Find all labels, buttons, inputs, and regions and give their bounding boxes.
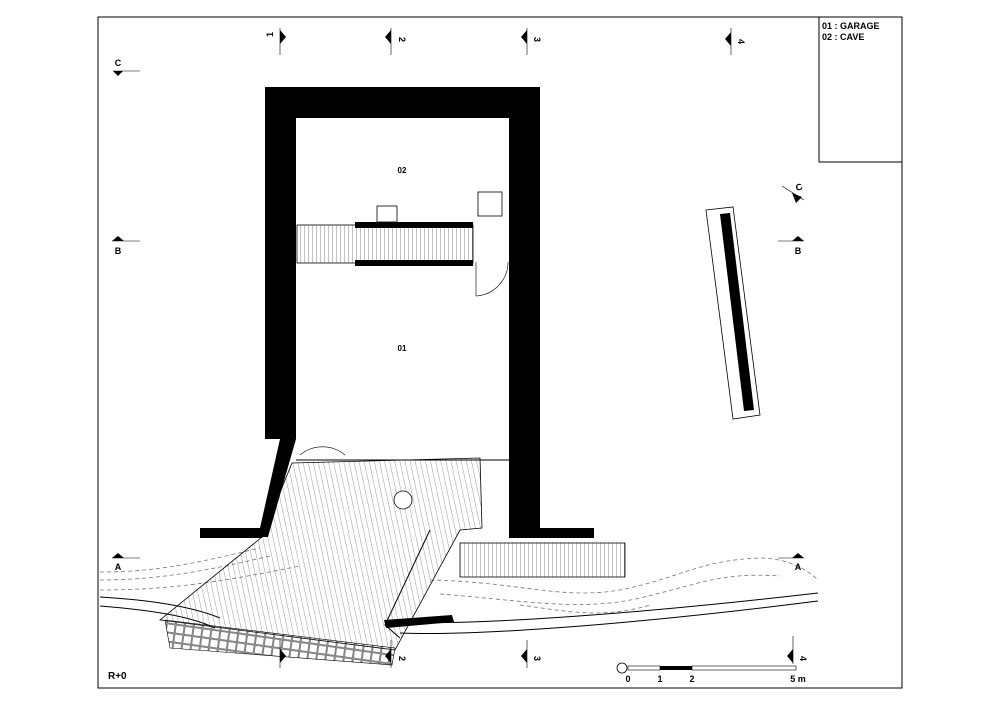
room-label-garage: 01 — [398, 344, 407, 353]
room-legend: 01 : GARAGE 02 : CAVE — [822, 21, 880, 43]
section-arrow-c-left — [113, 71, 123, 76]
axis-label-4-bottom: 4 — [798, 656, 808, 661]
level-label: R+0 — [108, 671, 127, 682]
legend-item-cave: 02 : CAVE — [822, 32, 865, 42]
partition-wall-top — [355, 222, 473, 228]
section-arrow-a-left — [112, 553, 124, 558]
section-label-c-right: C — [794, 181, 804, 193]
door-swing-garage — [299, 446, 346, 456]
scale-tick-1: 1 — [657, 674, 662, 684]
axis-label-2-top: 2 — [397, 37, 407, 42]
tree-circle — [393, 490, 413, 510]
scale-tick-2: 2 — [689, 674, 694, 684]
axis-label-3-bottom: 3 — [532, 656, 542, 661]
axis-arrow-3-top — [521, 30, 527, 44]
axis-arrow-2-bottom — [385, 649, 391, 663]
axis-label-1-top: 1 — [265, 32, 275, 37]
exterior-stairs — [459, 542, 626, 578]
axis-arrow-2-top — [385, 30, 391, 44]
legend-box — [818, 16, 903, 163]
door-swing-cave — [475, 261, 509, 297]
section-label-a-right: A — [795, 562, 802, 572]
north-arrow — [616, 662, 628, 674]
scale-tick-0: 0 — [625, 674, 630, 684]
axis-markers-top: 1 2 3 4 — [265, 28, 746, 55]
retaining-wall-edge — [384, 529, 431, 639]
scale-bar: 0 1 2 5 m — [625, 665, 806, 684]
sheet-frame — [97, 16, 903, 689]
axis-arrow-4-bottom — [787, 649, 793, 663]
section-arrow-c-right — [792, 193, 802, 203]
section-label-c-left: C — [115, 58, 122, 68]
section-label-b-left: B — [115, 246, 122, 256]
legend-item-garage: 01 : GARAGE — [822, 21, 880, 31]
section-arrow-a-right — [792, 553, 804, 558]
axis-arrow-3-bottom — [521, 649, 527, 663]
axis-arrow-1-bottom — [280, 649, 286, 663]
detached-wall-core — [720, 213, 754, 411]
axis-arrow-4-top — [725, 32, 731, 46]
section-arrow-b-right — [792, 236, 804, 241]
interior-stairs — [296, 224, 474, 264]
section-arrow-b-left — [112, 236, 124, 241]
axis-label-3-top: 3 — [532, 37, 542, 42]
scale-tick-5m: 5 m — [790, 674, 806, 684]
partition-wall-bottom — [355, 260, 473, 266]
building-walls — [200, 87, 594, 628]
axis-label-4-top: 4 — [736, 39, 746, 44]
room-label-cave: 02 — [398, 166, 407, 175]
sink-fixture — [376, 205, 398, 223]
axis-markers-bottom: 2 3 4 — [279, 636, 808, 668]
section-label-b-right: B — [795, 246, 802, 256]
axis-label-2-bottom: 2 — [397, 656, 407, 661]
section-markers: C B B A A C — [112, 58, 804, 572]
axis-arrow-1-top — [280, 30, 286, 44]
section-label-a-left: A — [115, 562, 122, 572]
boiler-fixture — [477, 191, 503, 217]
